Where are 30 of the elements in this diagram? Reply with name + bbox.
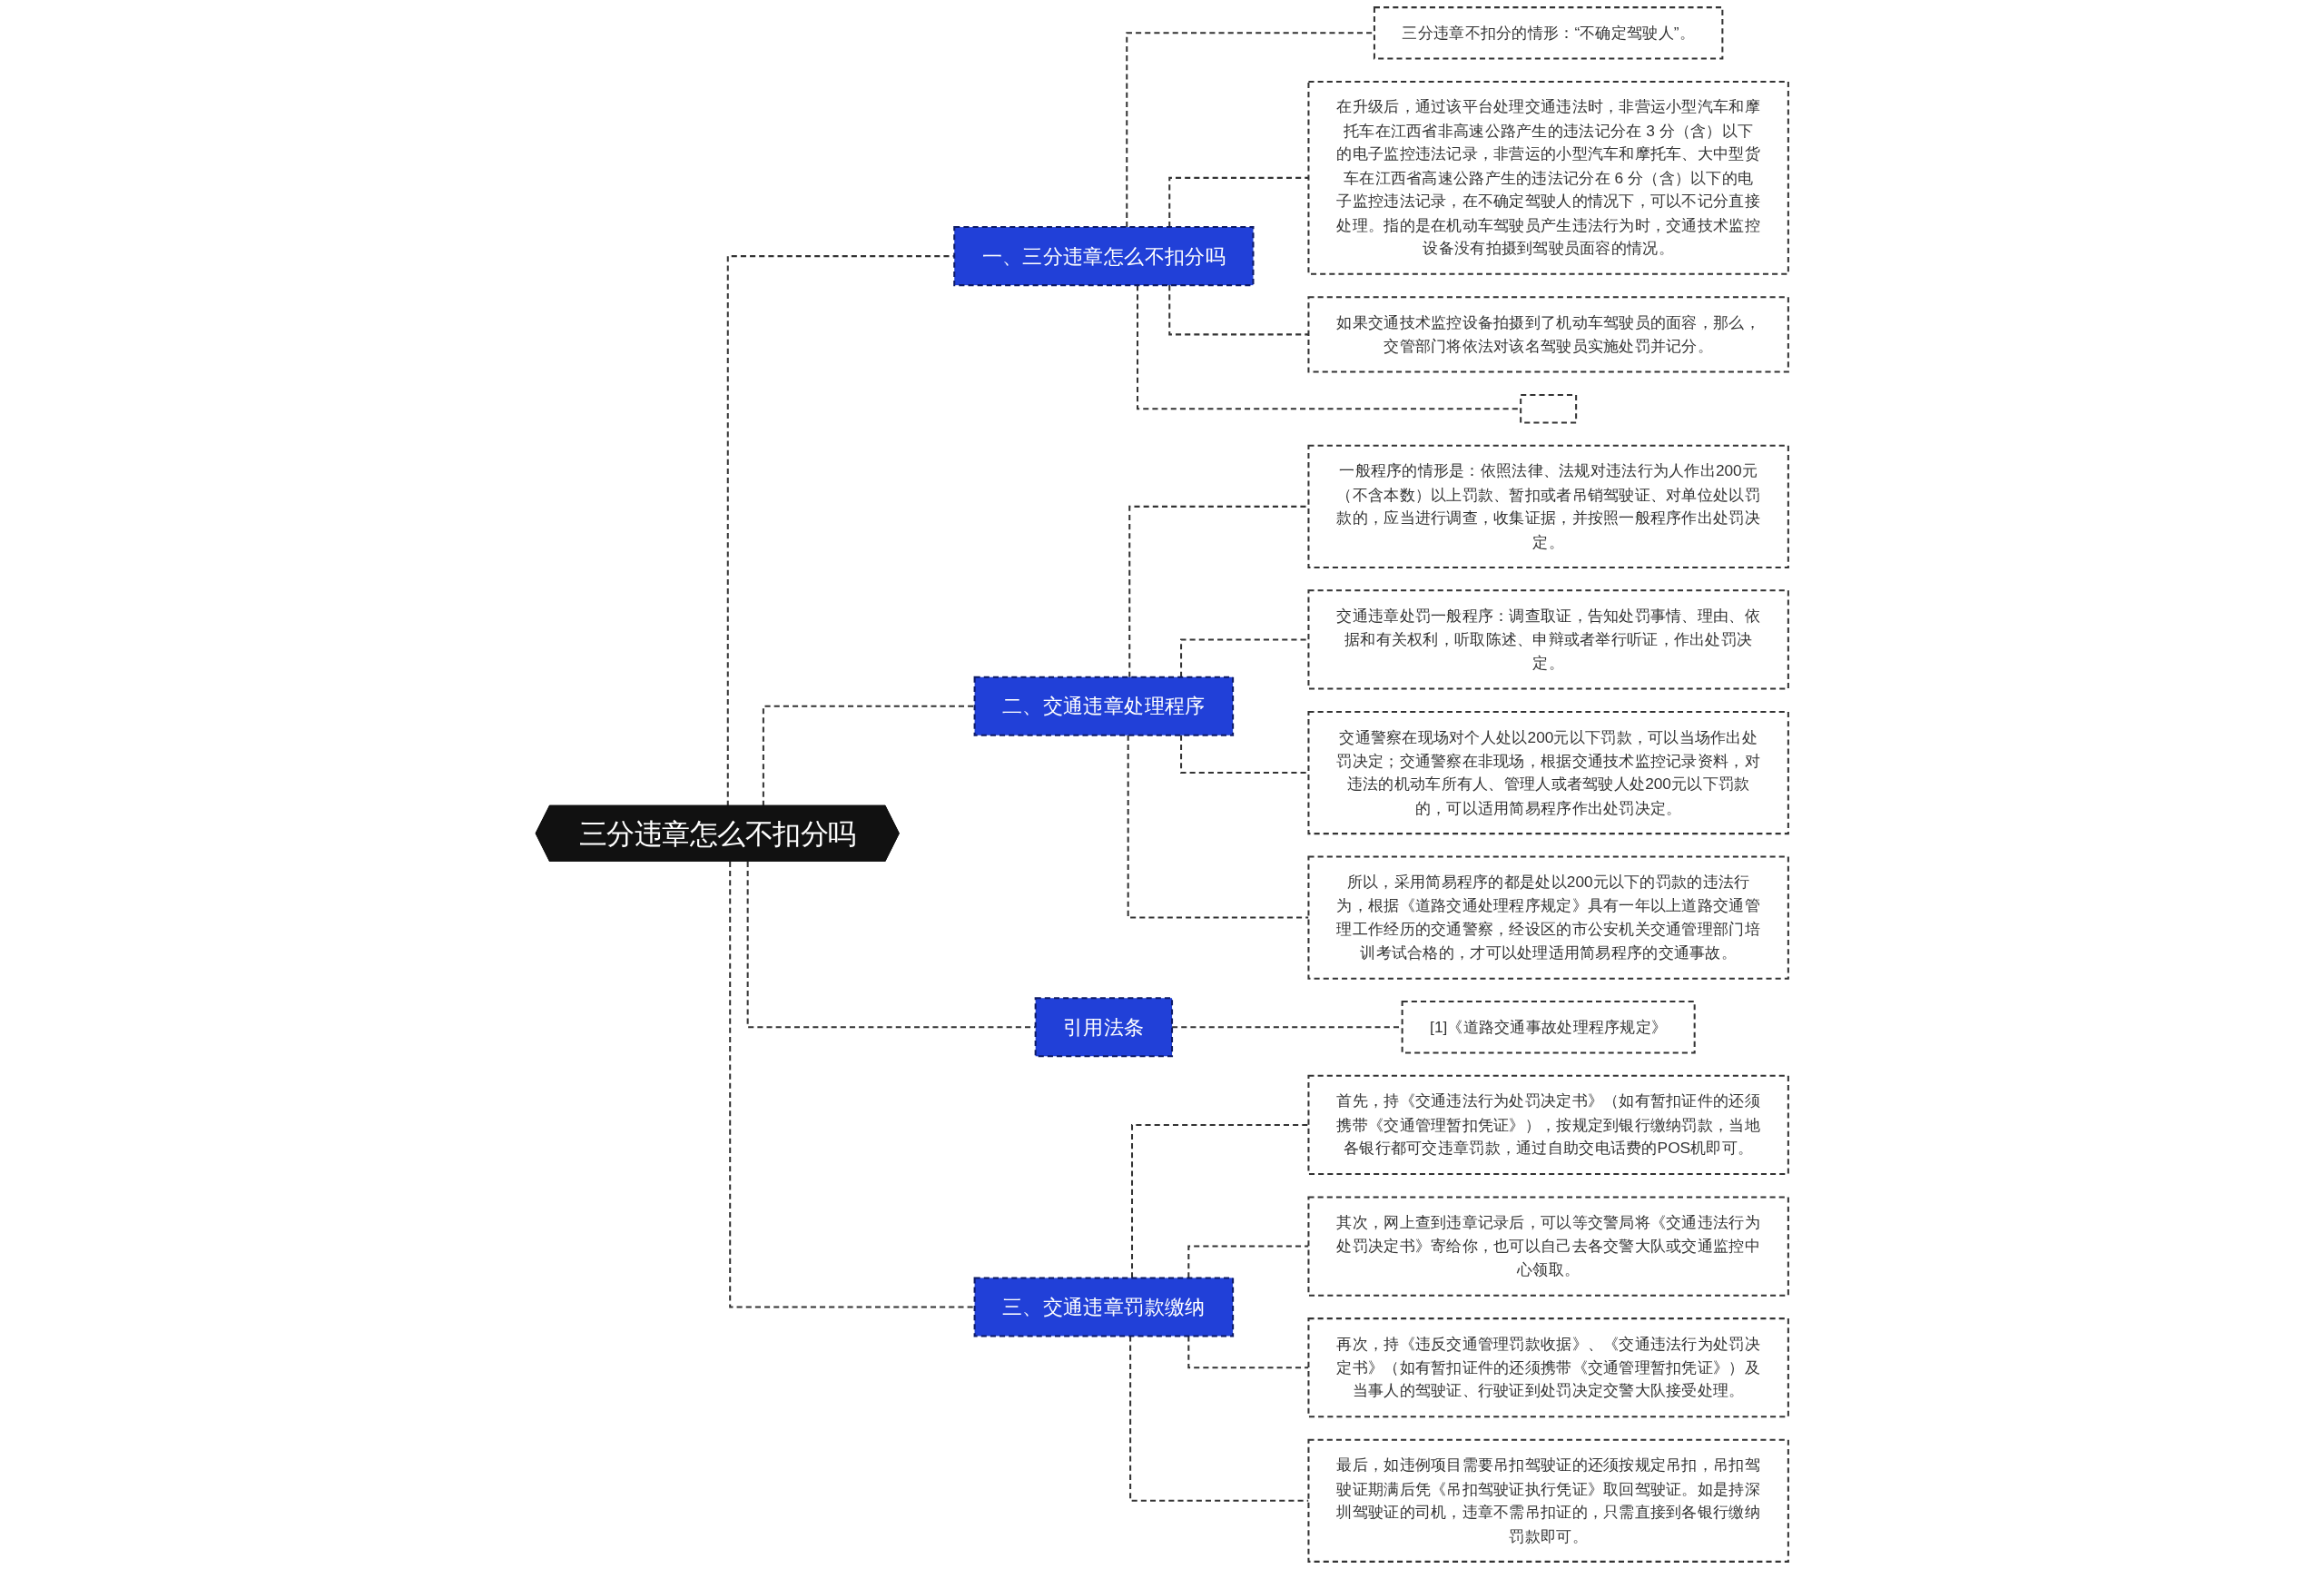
node-box: 在升级后，通过该平台处理交通违法时，非营运小型汽车和摩托车在江西省非高速公路产生的违法记分在 3 分（含）以下的电子监控违法记录，非营运的小型汽车和摩托车、大中型货车在江西省高速公路产生的违法记分在 6 分（含）以下的电子监控违法记录，在不确定驾驶人的情况下，可以不记分直接处理。指的是在机动车驾驶员产生违法行为时，交通技术监控设备没有拍摄到驾驶员面容的情况。 [1307,80,1789,275]
node-box: 如果交通技术监控设备拍摄到了机动车驾驶员的面容，那么，交管部门将依法对该名驾驶员实施处罚并记分。 [1307,296,1789,373]
node-box: 三分违章不扣分的情形：“不确定驾驶人”。 [1373,6,1724,60]
connector [1129,1336,1309,1502]
connector [1131,1123,1309,1278]
node-box: 再次，持《违反交通管理罚款收据》、《交通违法行为处罚决定书》（如有暂扣证件的还须携带《交通管理暂扣凭证》）及当事人的驾驶证、行驶证到处罚决定交警大队接受处理。 [1307,1317,1789,1418]
node-box: [1]《道路交通事故处理程序规定》 [1401,1001,1696,1054]
node-box: 一、三分违章怎么不扣分吗 [953,226,1255,287]
connector [1128,505,1309,677]
connector [1168,285,1309,336]
connector [1180,735,1309,775]
node-box: 一般程序的情形是：依照法律、法规对违法行为人作出200元（不含本数）以上罚款、暂扣或者吊销驾驶证、对单位处以罚款的，应当进行调查，收集证据，并按照一般程序作出处罚决定。 [1307,444,1789,568]
connector [1168,176,1309,228]
node-box: 首先，持《交通违法行为处罚决定书》（如有暂扣证件的还须携带《交通管理暂扣凭证》），按规定到银行缴纳罚款，当地各银行都可交违章罚款，通过自助交电话费的POS机即可。 [1307,1074,1789,1176]
node-box: 三、交通违章罚款缴纳 [973,1277,1235,1337]
node-box: 引用法条 [1034,997,1174,1058]
node-box: 所以，采用简易程序的都是处以200元以下的罚款的违法行为，根据《道路交通处理程序规定》具有一年以上道路交通管理工作经历的交通警察，经设区的市公安机关交通管理部门培训考试合格的，才可以处理适用简易程序的交通事故。 [1307,855,1789,980]
connector [1187,1245,1309,1278]
node-box: 其次，网上查到违章记录后，可以等交警局将《交通违法行为处罚决定书》寄给你，也可以自己去各交警大队或交通监控中心领取。 [1307,1196,1789,1297]
connector [1180,638,1309,677]
node-box [1520,393,1578,424]
node-box: 交通违章处罚一般程序：调查取证，告知处罚事情、理由、依据和有关权利，听取陈述、申辩或者举行听证，作出处罚决定。 [1307,589,1789,690]
node-box: 交通警察在现场对个人处以200元以下罚款，可以当场作出处罚决定；交通警察在非现场，根据交通技术监控记录资料，对违法的机动车所有人、管理人或者驾驶人处200元以下罚款的，可以适用简易程序作出处罚决定。 [1307,710,1789,835]
connector [1126,32,1374,228]
node-box: 二、交通违章处理程序 [973,676,1235,736]
node-box: 最后，如违例项目需要吊扣驾驶证的还须按规定吊扣，吊扣驾驶证期满后凭《吊扣驾驶证执行凭证》取回驾驶证。如是持深圳驾驶证的司机，违章不需吊扣证的，只需直接到各银行缴纳罚款即可。 [1307,1438,1789,1563]
connector [729,861,975,1308]
connector [1127,735,1309,919]
connector [762,705,975,806]
connector [1187,1336,1309,1369]
